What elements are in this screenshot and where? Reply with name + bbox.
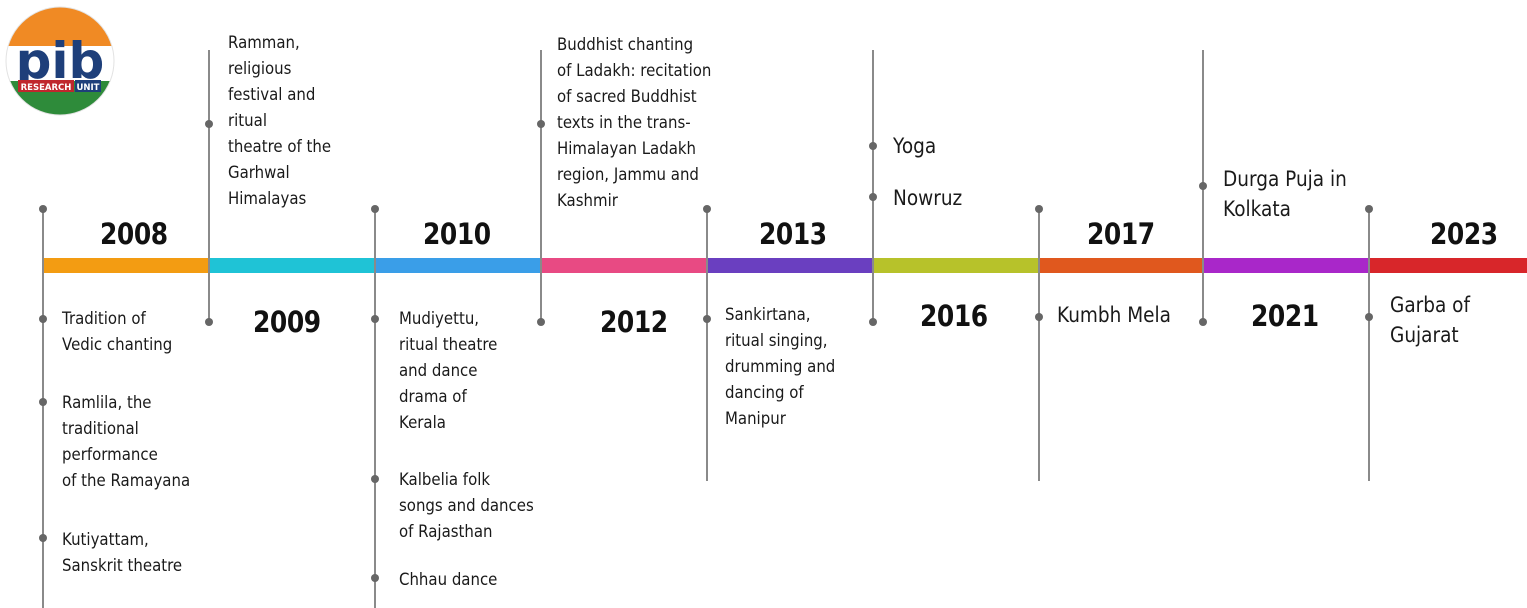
timeline-segment-2009 xyxy=(210,258,376,273)
dot xyxy=(371,205,379,213)
dot xyxy=(39,534,47,542)
dot xyxy=(371,315,379,323)
dot xyxy=(205,120,213,128)
logo-banner-right: UNIT xyxy=(77,83,100,93)
year-2021: 2021 xyxy=(1251,299,1319,333)
timeline-segment-2023 xyxy=(1370,258,1527,273)
dot xyxy=(1199,182,1207,190)
dot xyxy=(537,120,545,128)
dot xyxy=(1365,205,1373,213)
entry-ramman: Ramman, religious festival and ritual th… xyxy=(228,33,332,209)
connector-2013 xyxy=(706,208,708,481)
year-2016: 2016 xyxy=(920,299,988,333)
dot xyxy=(537,318,545,326)
dot xyxy=(1365,313,1373,321)
year-2009: 2009 xyxy=(253,305,321,339)
entry-sankirtana: Sankirtana, ritual singing, drumming and… xyxy=(725,305,836,429)
dot xyxy=(703,205,711,213)
dot xyxy=(1035,313,1043,321)
dot xyxy=(39,315,47,323)
entry-ramlila: Ramlila, the traditional performance of … xyxy=(62,393,191,491)
entry-vedic-chanting: Tradition of Vedic chanting xyxy=(62,309,173,355)
timeline-segment-2008 xyxy=(44,258,210,273)
year-2012: 2012 xyxy=(600,305,668,339)
entry-kumbh-mela: Kumbh Mela xyxy=(1057,303,1172,327)
timeline-segment-2013 xyxy=(708,258,874,273)
entry-mudiyettu: Mudiyettu, ritual theatre and dance dram… xyxy=(399,309,498,433)
connector-2009 xyxy=(208,50,210,323)
year-2017: 2017 xyxy=(1087,217,1155,251)
dot xyxy=(869,193,877,201)
timeline-segment-2021 xyxy=(1204,258,1370,273)
dot xyxy=(205,318,213,326)
connector-2023 xyxy=(1368,208,1370,481)
entry-buddhist-chanting: Buddhist chanting of Ladakh: recitation … xyxy=(557,35,712,211)
logo-banner-left: RESEARCH xyxy=(21,83,72,93)
timeline-segment-2010 xyxy=(376,258,542,273)
timeline-segment-2016 xyxy=(874,258,1040,273)
year-2013: 2013 xyxy=(759,217,827,251)
entry-nowruz: Nowruz xyxy=(893,186,963,210)
entry-durga-puja: Durga Puja in Kolkata xyxy=(1223,167,1347,221)
connector-2010 xyxy=(374,208,376,608)
dot xyxy=(869,318,877,326)
dot xyxy=(869,142,877,150)
dot xyxy=(39,398,47,406)
dot xyxy=(1035,205,1043,213)
entry-kalbelia: Kalbelia folk songs and dances of Rajast… xyxy=(399,470,534,542)
connector-2012 xyxy=(540,50,542,323)
dot xyxy=(371,475,379,483)
connector-2008 xyxy=(42,208,44,608)
timeline-segment-2017 xyxy=(1040,258,1204,273)
connector-2017 xyxy=(1038,208,1040,481)
connector-2016 xyxy=(872,50,874,323)
entry-garba: Garba of Gujarat xyxy=(1390,293,1470,347)
dot xyxy=(703,315,711,323)
entry-yoga: Yoga xyxy=(893,134,937,158)
timeline-segment-2012 xyxy=(542,258,708,273)
dot xyxy=(1199,318,1207,326)
pib-research-unit-logo: pib RESEARCH UNIT xyxy=(5,6,115,116)
dot xyxy=(371,574,379,582)
entry-kutiyattam: Kutiyattam, Sanskrit theatre xyxy=(62,530,183,576)
year-2023: 2023 xyxy=(1430,217,1498,251)
dot xyxy=(39,205,47,213)
year-2010: 2010 xyxy=(423,217,491,251)
year-2008: 2008 xyxy=(100,217,168,251)
entry-chhau: Chhau dance xyxy=(399,570,498,590)
